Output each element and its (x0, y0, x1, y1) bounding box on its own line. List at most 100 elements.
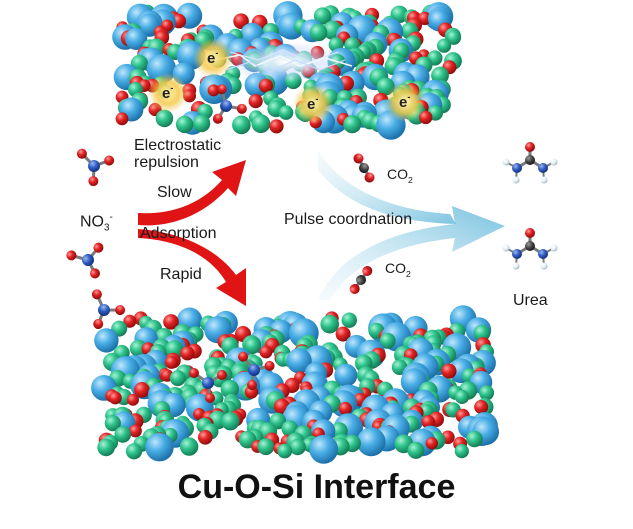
electrons: e-e-e-e- (148, 38, 425, 124)
electron-marker: e- (293, 84, 333, 124)
si-atom (104, 415, 121, 432)
urea-molecule (502, 142, 558, 184)
si-atom (277, 443, 293, 459)
adsorption-label: Adsorption (140, 225, 217, 242)
co2-subscript: 2 (408, 174, 413, 185)
si-atom (454, 389, 470, 404)
cu-atom (145, 433, 174, 462)
pulse-coordination-label: Pulse coordnation (284, 211, 413, 228)
o-atom (180, 346, 195, 361)
si-atom (192, 114, 211, 133)
o-atom (259, 345, 273, 359)
co2-text: CO (387, 166, 408, 182)
cu-atom (125, 27, 148, 50)
o-atom (418, 11, 432, 26)
si-atom (466, 430, 483, 448)
si-atom (407, 441, 425, 459)
o-atom (258, 78, 273, 93)
rapid-arrow (138, 229, 246, 306)
si-atom (251, 114, 271, 134)
nitrate-molecule (66, 242, 104, 279)
o-atom (441, 363, 457, 379)
co2-label-top: CO2 (387, 166, 413, 185)
electrostatic-text: Electrostatic (134, 137, 222, 154)
o-atom (421, 415, 436, 429)
electron-label: e- (162, 83, 173, 102)
si-atom (289, 438, 306, 456)
o-atom (128, 424, 142, 438)
o-atom (134, 382, 150, 398)
si-atom (257, 438, 275, 456)
si-atom (114, 426, 132, 443)
rapid-label: Rapid (160, 266, 202, 283)
urea-label: Urea (513, 292, 548, 309)
slow-arrow (138, 160, 246, 226)
co2-molecule (353, 153, 375, 183)
nitrate-label: NO3- (80, 212, 113, 234)
si-atom (129, 339, 147, 357)
si-atom (97, 438, 115, 457)
nitrate-charge: - (109, 212, 113, 223)
cu-atom (309, 434, 339, 464)
cu-atom (356, 427, 386, 457)
co2-text: CO (385, 260, 406, 276)
cu-atom (286, 348, 312, 374)
nitrate-molecule (91, 289, 126, 329)
si-atom (244, 337, 261, 354)
o-atom (335, 326, 351, 342)
interface-title: Cu-O-Si Interface (177, 468, 456, 506)
o-atom (198, 430, 213, 445)
electron-marker: e- (148, 73, 188, 113)
si-atom (175, 115, 194, 134)
co2-subscript: 2 (406, 268, 411, 279)
nitrate-subscript: 3 (104, 222, 110, 234)
bottom-cu-o-si-slab (91, 305, 499, 464)
o-atom (115, 112, 129, 126)
o-atom (248, 94, 263, 109)
cu-atom (94, 328, 119, 353)
si-atom (341, 312, 357, 328)
co2-molecule (349, 265, 373, 295)
nitrate-molecule (76, 148, 115, 187)
electron-label: e- (399, 92, 410, 111)
si-atom (479, 385, 495, 401)
si-atom (169, 370, 186, 387)
si-atom (343, 115, 362, 134)
electron-marker: e- (385, 82, 425, 122)
o-atom (127, 393, 139, 406)
urea-molecule (502, 228, 558, 270)
si-atom (125, 443, 143, 460)
pulse-arrow (318, 150, 505, 300)
cu-atom (334, 363, 358, 387)
si-atom (446, 30, 462, 45)
si-atom (179, 437, 199, 456)
si-atom (278, 105, 294, 120)
si-atom (437, 38, 452, 53)
nitrate-text: NO (80, 213, 104, 231)
si-atom (232, 115, 251, 135)
si-atom (454, 444, 469, 459)
electron-label: e- (307, 94, 318, 113)
electron-transfer-sparks (214, 42, 353, 82)
adsorbed-nitrate (189, 368, 227, 403)
electrostatic-repulsion-label: Electrostatic repulsion (134, 137, 221, 171)
o-atom (207, 84, 220, 97)
o-atom (123, 314, 137, 328)
co2-label-bottom: CO2 (385, 260, 411, 279)
si-atom (313, 7, 332, 25)
repulsion-text: repulsion (134, 154, 199, 171)
o-atom (163, 314, 179, 330)
electron-label: e- (207, 48, 218, 67)
free-molecules (66, 84, 558, 403)
o-atom (474, 400, 489, 414)
si-atom (379, 332, 396, 349)
o-atom (425, 437, 438, 450)
adsorbed-nitrate (212, 84, 247, 124)
electron-marker: e- (193, 38, 233, 78)
si-atom (155, 109, 174, 128)
o-atom (338, 401, 352, 416)
adsorbed-nitrate (238, 351, 275, 391)
o-atom (108, 391, 122, 405)
